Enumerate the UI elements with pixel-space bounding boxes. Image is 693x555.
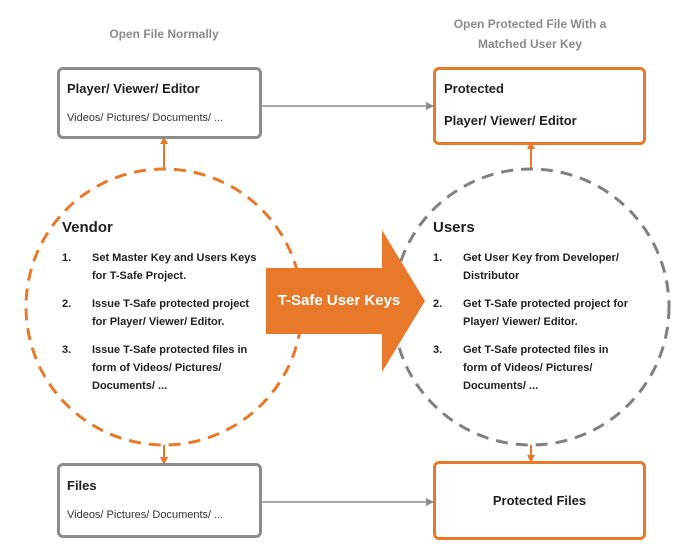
- step-number: 2.: [433, 298, 443, 310]
- step-text-line: form of Videos/ Pictures/: [92, 362, 222, 374]
- step-text-line: Distributor: [463, 270, 520, 282]
- keys-transfer-arrow: [266, 230, 425, 372]
- vendor-step: 3. Issue T-Safe protected files in form …: [62, 341, 272, 395]
- step-text-line: Player/ Viewer/ Editor.: [463, 316, 578, 328]
- vendor-step: 1. Set Master Key and Users Keys for T-S…: [62, 249, 272, 285]
- step-text-line: Documents/ ...: [92, 380, 168, 392]
- right-column-heading: Open Protected File With a Matched User …: [420, 14, 640, 54]
- vendor-steps: 1. Set Master Key and Users Keys for T-S…: [62, 249, 272, 405]
- users-step: 1. Get User Key from Developer/ Distribu…: [433, 249, 648, 285]
- users-step: 2. Get T-Safe protected project for Play…: [433, 295, 648, 331]
- player-box-title: Player/ Viewer/ Editor: [67, 81, 200, 96]
- player-viewer-editor-box: Player/ Viewer/ Editor Videos/ Pictures/…: [57, 67, 262, 139]
- step-text-line: Set Master Key and Users Keys: [92, 252, 257, 264]
- users-circle: [391, 167, 671, 447]
- vendor-title: Vendor: [62, 219, 113, 236]
- files-box-title: Files: [67, 478, 97, 493]
- right-heading-line1: Open Protected File With a: [453, 17, 607, 31]
- step-text-line: Get T-Safe protected project for: [463, 298, 629, 310]
- step-text-line: for T-Safe Project.: [92, 270, 187, 282]
- step-text-line: Get User Key from Developer/: [463, 252, 619, 264]
- user-keys-arrow-label: T-Safe User Keys: [277, 292, 401, 309]
- users-title: Users: [433, 219, 475, 236]
- step-number: 2.: [62, 298, 72, 310]
- vendor-step: 2. Issue T-Safe protected project for Pl…: [62, 295, 272, 331]
- step-text-line: Issue T-Safe protected files in: [92, 344, 248, 356]
- step-number: 1.: [62, 252, 72, 264]
- step-text-line: Documents/ ...: [463, 380, 539, 392]
- users-step: 3. Get T-Safe protected files in form of…: [433, 341, 648, 395]
- right-heading-line2: Matched User Key: [477, 37, 583, 51]
- player-box-subtitle: Videos/ Pictures/ Documents/ ...: [67, 112, 224, 124]
- step-text-line: for Player/ Viewer/ Editor.: [92, 316, 225, 328]
- files-box-subtitle: Videos/ Pictures/ Documents/ ...: [67, 509, 224, 521]
- step-text-line: form of Videos/ Pictures/: [463, 362, 593, 374]
- users-steps: 1. Get User Key from Developer/ Distribu…: [433, 249, 648, 405]
- step-number: 3.: [62, 344, 72, 356]
- protected-player-line1: Protected: [444, 81, 504, 96]
- left-column-heading: Open File Normally: [109, 27, 219, 41]
- step-number: 1.: [433, 252, 443, 264]
- step-number: 3.: [433, 344, 443, 356]
- step-text-line: Issue T-Safe protected project: [92, 298, 250, 310]
- protected-player-box: Protected Player/ Viewer/ Editor: [433, 67, 646, 145]
- files-box: Files Videos/ Pictures/ Documents/ ...: [57, 463, 262, 538]
- protected-files-box: Protected Files: [433, 461, 646, 540]
- protected-files-title: Protected Files: [492, 493, 587, 508]
- step-text-line: Get T-Safe protected files in: [463, 344, 609, 356]
- protected-player-line2: Player/ Viewer/ Editor: [444, 113, 577, 128]
